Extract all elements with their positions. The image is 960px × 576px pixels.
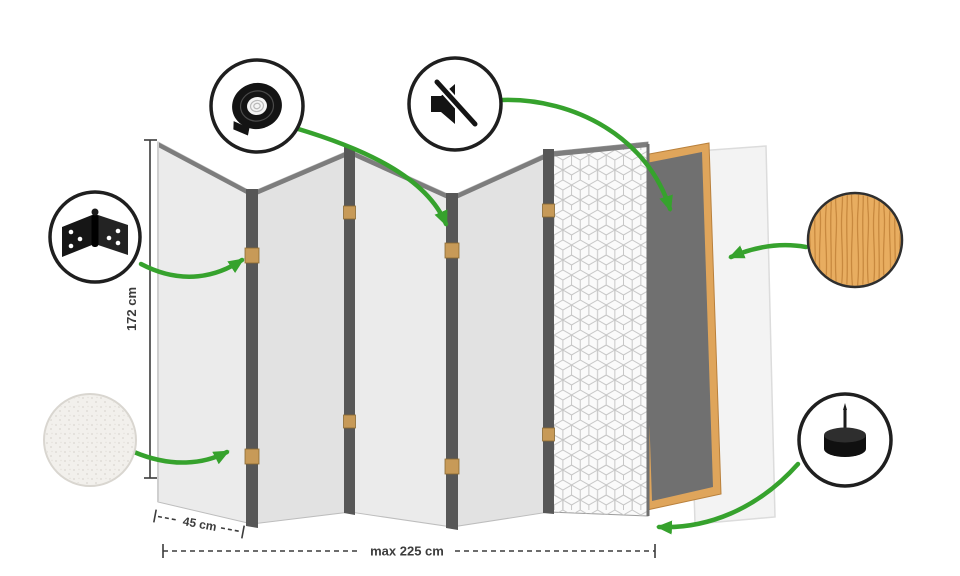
callout-tape (209, 58, 305, 154)
panel-width-label: 45 cm (182, 514, 218, 534)
height-dimension: 172 cm (124, 139, 157, 479)
arrow-mute-to-board (499, 97, 673, 212)
muted-speaker-icon (431, 77, 480, 129)
total-width-dimension: max 225 cm (162, 544, 656, 559)
panel-width-dimension: 45 cm (153, 509, 245, 539)
pattern-panel (548, 141, 650, 517)
hinge-clips (244, 203, 555, 475)
callout-wood (806, 191, 904, 289)
folding-screen (157, 141, 550, 528)
panel-1 (157, 141, 253, 525)
max-width-label: max 225 cm (370, 544, 444, 559)
hinge-icon (62, 208, 128, 257)
callout-felt (797, 392, 893, 488)
fold-strip-4 (543, 149, 554, 514)
panel-2 (251, 149, 351, 525)
arrow-hinge-to-fold (138, 257, 245, 279)
height-label: 172 cm (124, 287, 139, 331)
arrow-tape-to-fold (292, 125, 449, 227)
panel-4 (451, 151, 550, 528)
arrow-wood-to-frame (728, 242, 809, 260)
callout-arrows (131, 97, 809, 535)
dark-core-board (641, 152, 713, 501)
tape-roll-icon (232, 82, 282, 136)
pattern-panel-top-edge (549, 142, 648, 157)
felt-pad-icon (824, 403, 866, 457)
callout-hinge (48, 190, 142, 284)
arrow-fabric-to-panel (131, 449, 230, 465)
fold-strip-2 (344, 147, 355, 515)
callout-mute (407, 56, 503, 152)
fold-strip-1 (246, 189, 258, 528)
callout-fabric (43, 393, 137, 487)
fold-strip-3 (446, 193, 458, 530)
arrow-felt-to-bottom (656, 461, 801, 535)
